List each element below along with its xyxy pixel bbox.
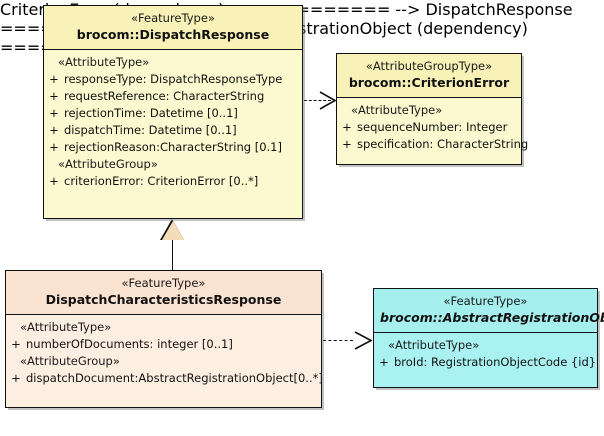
- class-title: brocom::AbstractRegistrationObject: [380, 310, 604, 325]
- section-label-attributetype: «AttributeType»: [58, 55, 150, 69]
- section-label-attributetype: «AttributeType»: [388, 338, 480, 352]
- attribute-text: dispatchTime: Datetime [0..1]: [64, 123, 237, 137]
- class-title: brocom::DispatchResponse: [76, 27, 270, 42]
- dependency-line-dispatchresponse-criterionerror: [304, 100, 331, 101]
- attribute-row[interactable]: + rejectionTime: Datetime [0..1]: [44, 105, 302, 122]
- attribute-visibility: +: [49, 123, 59, 137]
- class-box-dispatch-characteristics-response[interactable]: «FeatureType» DispatchCharacteristicsRes…: [5, 270, 323, 408]
- class-body-dispatch-characteristics-response: «AttributeType» + numberOfDocuments: int…: [6, 315, 323, 392]
- class-box-criterion-error[interactable]: «AttributeGroupType» brocom::CriterionEr…: [336, 53, 528, 165]
- class-body-criterion-error: «AttributeType» + sequenceNumber: Intege…: [337, 98, 528, 158]
- attribute-text: sequenceNumber: Integer: [357, 120, 508, 134]
- generalization-line-dispatchcharacteristics-dispatchresponse: [172, 240, 173, 271]
- section-label-attributegroup: «AttributeGroup»: [20, 354, 120, 368]
- class-stereotype: «FeatureType»: [131, 11, 215, 25]
- attribute-text: responseType: DispatchResponseType: [64, 72, 283, 86]
- attribute-visibility: +: [49, 140, 59, 154]
- section-label-attributetype: «AttributeType»: [351, 103, 443, 117]
- attribute-visibility: +: [342, 120, 352, 134]
- attribute-visibility: +: [379, 355, 389, 369]
- attribute-text: dispatchDocument:AbstractRegistrationObj…: [26, 371, 323, 385]
- class-box-dispatch-response[interactable]: «FeatureType» brocom::DispatchResponse «…: [43, 5, 303, 219]
- attribute-text: rejectionTime: Datetime [0..1]: [64, 106, 238, 120]
- attribute-text: criterionError: CriterionError [0..*]: [64, 174, 259, 188]
- class-header-criterion-error: «AttributeGroupType» brocom::CriterionEr…: [337, 54, 521, 98]
- attribute-text: specification: CharacterString: [357, 137, 529, 151]
- attribute-row[interactable]: + sequenceNumber: Integer: [337, 119, 521, 136]
- attribute-row[interactable]: + numberOfDocuments: integer [0..1]: [6, 336, 321, 353]
- section-label-attributetype: «AttributeType»: [20, 320, 112, 334]
- attribute-row[interactable]: + dispatchTime: Datetime [0..1]: [44, 122, 302, 139]
- dependency-line-dispatchcharacteristics-abstractregistrationobject: [323, 340, 353, 341]
- class-header-dispatch-characteristics-response: «FeatureType» DispatchCharacteristicsRes…: [6, 271, 321, 315]
- attribute-row[interactable]: + dispatchDocument:AbstractRegistrationO…: [6, 370, 323, 387]
- attribute-text: broId: RegistrationObjectCode {id}: [394, 355, 597, 369]
- class-box-abstract-registration-object[interactable]: «FeatureType» brocom::AbstractRegistrati…: [373, 288, 604, 388]
- attribute-visibility: +: [11, 337, 21, 351]
- attribute-row[interactable]: + specification: CharacterString: [337, 136, 528, 153]
- class-stereotype: «AttributeGroupType»: [365, 59, 493, 73]
- attribute-visibility: +: [49, 89, 59, 103]
- class-title: DispatchCharacteristicsResponse: [45, 292, 282, 307]
- attribute-row[interactable]: + requestReference: CharacterString: [44, 88, 302, 105]
- class-title: brocom::CriterionError: [348, 75, 510, 90]
- attribute-text: requestReference: CharacterString: [64, 89, 265, 103]
- section-label-attributegroup: «AttributeGroup»: [58, 157, 158, 171]
- attribute-visibility: +: [11, 371, 21, 385]
- attribute-visibility: +: [342, 137, 352, 151]
- attribute-row[interactable]: + rejectionReason:CharacterString [0.1]: [44, 139, 302, 156]
- generalization-arrowhead: [161, 220, 184, 240]
- attribute-visibility: +: [49, 174, 59, 188]
- attribute-row[interactable]: + responseType: DispatchResponseType: [44, 71, 302, 88]
- class-stereotype: «FeatureType»: [443, 294, 528, 308]
- attribute-row[interactable]: + broId: RegistrationObjectCode {id}: [374, 354, 597, 371]
- attribute-text: numberOfDocuments: integer [0..1]: [26, 337, 233, 351]
- class-header-abstract-registration-object: «FeatureType» brocom::AbstractRegistrati…: [374, 289, 604, 333]
- class-header-dispatch-response: «FeatureType» brocom::DispatchResponse: [44, 6, 302, 50]
- attribute-row[interactable]: + criterionError: CriterionError [0..*]: [44, 173, 302, 190]
- dependency-arrowhead-abstractregistrationobject: [354, 331, 373, 350]
- attribute-visibility: +: [49, 72, 59, 86]
- class-body-dispatch-response: «AttributeType» + responseType: Dispatch…: [44, 50, 302, 195]
- attribute-visibility: +: [49, 106, 59, 120]
- attribute-text: rejectionReason:CharacterString [0.1]: [64, 140, 282, 154]
- class-body-abstract-registration-object: «AttributeType» + broId: RegistrationObj…: [374, 333, 597, 376]
- class-stereotype: «FeatureType»: [121, 276, 206, 290]
